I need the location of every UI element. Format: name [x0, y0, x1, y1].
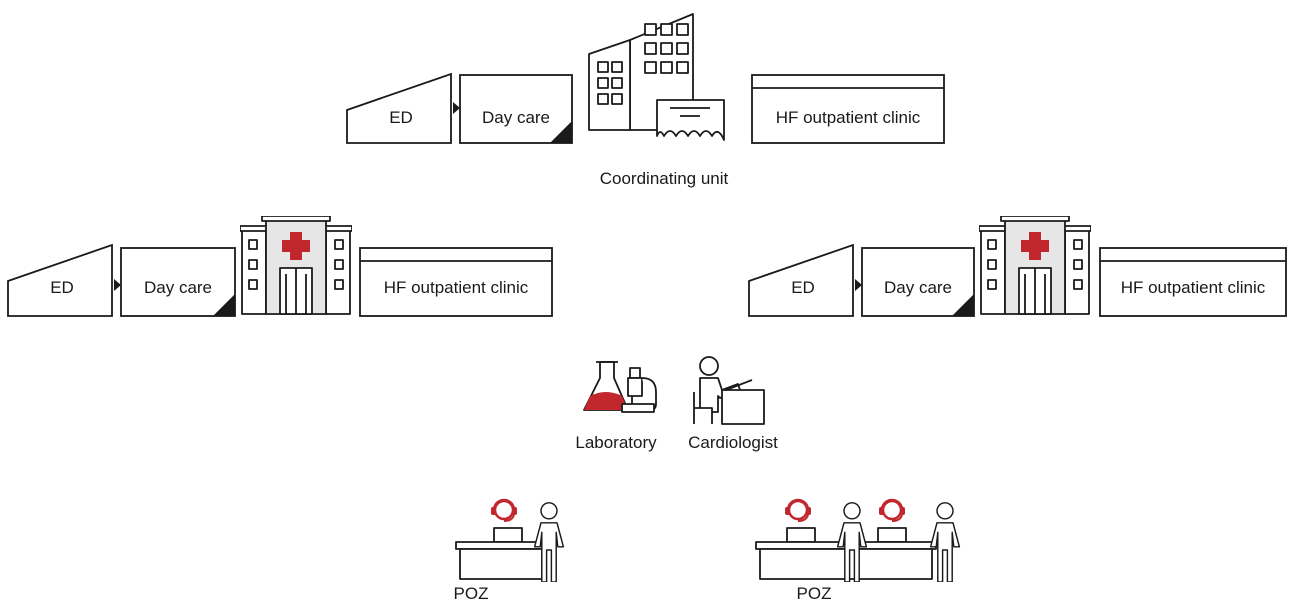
laboratory-label: Laboratory: [575, 433, 657, 452]
arrow-ed-to-daycare: [855, 279, 862, 291]
hf-clinic-block: [751, 74, 945, 144]
hf-clinic-label: HF outpatient clinic: [384, 278, 529, 297]
poz-label: POZ: [797, 584, 832, 603]
daycare-block: [861, 247, 975, 317]
daycare-block: [459, 74, 573, 144]
building-icon: [588, 13, 725, 141]
laboratory-icon: [583, 361, 657, 413]
ed-label: ED: [50, 278, 74, 297]
services: Laboratory Cardiologist: [575, 356, 778, 452]
hospital-icon: [979, 216, 1091, 315]
hospital-left: ED Day care HF outpatient clinic: [7, 216, 553, 317]
hf-clinic-label: HF outpatient clinic: [1121, 278, 1266, 297]
hf-clinic-block: [359, 247, 553, 317]
daycare-corner-mark: [952, 294, 974, 316]
coordinating-unit: ED Day care HF outpatient clinic Coordin…: [346, 13, 945, 188]
ed-block: [346, 72, 452, 144]
ed-block: [748, 243, 854, 317]
ed-block: [7, 243, 113, 317]
daycare-corner-mark: [550, 121, 572, 143]
poz-label: POZ: [454, 584, 489, 603]
nurse-icon: [783, 498, 813, 523]
hospital-icon: [240, 216, 352, 315]
poz-right: POZ: [755, 498, 961, 603]
hf-clinic-label: HF outpatient clinic: [776, 108, 921, 127]
arrow-ed-to-daycare: [453, 102, 460, 114]
daycare-corner-mark: [213, 294, 235, 316]
person-icon: [929, 502, 961, 582]
daycare-label: Day care: [482, 108, 550, 127]
daycare-block: [120, 247, 236, 317]
nurse-icon: [489, 498, 519, 523]
arrow-ed-to-daycare: [114, 279, 121, 291]
cardiologist-label: Cardiologist: [688, 433, 778, 452]
reception-desk: [455, 527, 547, 580]
cardiologist-icon: [693, 356, 765, 425]
hospital-right: ED Day care HF outpatient clinic: [748, 216, 1287, 317]
ed-label: ED: [389, 108, 413, 127]
nurse-icon: [877, 498, 907, 523]
poz-left: POZ: [454, 498, 565, 603]
daycare-label: Day care: [884, 278, 952, 297]
coordinating-unit-caption: Coordinating unit: [600, 169, 729, 188]
daycare-label: Day care: [144, 278, 212, 297]
ed-label: ED: [791, 278, 815, 297]
hf-clinic-block: [1099, 247, 1287, 317]
